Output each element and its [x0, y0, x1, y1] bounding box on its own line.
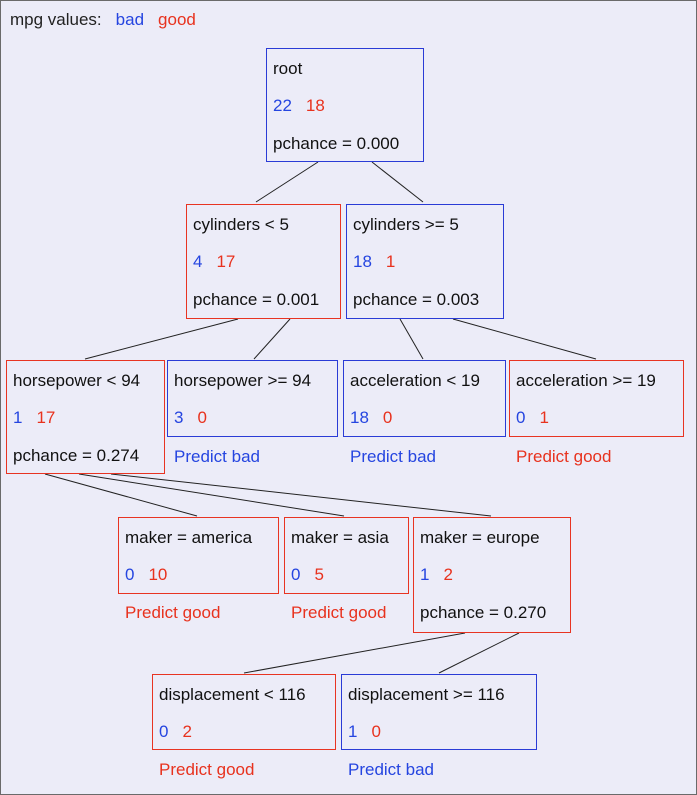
node-root: root 22 18 pchance = 0.000 — [266, 48, 424, 162]
count-bad: 18 — [350, 408, 369, 427]
node-maker-america: maker = america 0 10 — [118, 517, 279, 594]
edge-cyl-ge-acc-ge — [452, 318, 597, 360]
node-title: displacement >= 116 — [348, 685, 505, 704]
count-bad: 22 — [273, 96, 292, 115]
prediction-label: Predict bad — [174, 447, 260, 466]
prediction-label: Predict good — [125, 603, 221, 622]
node-title: cylinders >= 5 — [353, 215, 459, 234]
node-counts: 18 1 — [353, 252, 395, 272]
node-pchance: pchance = 0.000 — [273, 134, 400, 153]
count-good: 17 — [36, 408, 56, 427]
edge-cyl-lt-hp-lt — [84, 318, 239, 360]
prediction-label: Predict good — [159, 760, 255, 779]
count-good: 10 — [148, 565, 168, 584]
legend-bad: bad — [115, 10, 145, 29]
prediction-label: Predict good — [516, 447, 612, 466]
prediction-label: Predict bad — [350, 447, 436, 466]
edge-hp-lt-mk-eu — [110, 473, 492, 517]
prediction-label: Predict bad — [348, 760, 434, 779]
count-good: 0 — [382, 408, 393, 427]
node-counts: 18 0 — [350, 408, 392, 428]
node-title: horsepower >= 94 — [174, 371, 312, 390]
node-pchance: pchance = 0.001 — [193, 290, 320, 309]
node-title: cylinders < 5 — [193, 215, 289, 234]
node-title: maker = asia — [291, 528, 389, 547]
node-counts: 22 18 — [273, 96, 325, 116]
count-good: 1 — [539, 408, 549, 427]
legend-label: mpg values: — [10, 10, 102, 29]
node-acceleration-lt-19: acceleration < 19 18 0 — [343, 360, 506, 437]
count-good: 17 — [216, 252, 236, 271]
count-bad: 4 — [193, 252, 203, 271]
node-title: maker = america — [125, 528, 253, 547]
node-counts: 4 17 — [193, 252, 235, 272]
node-title: root — [273, 59, 303, 78]
node-pchance: pchance = 0.274 — [13, 446, 140, 465]
edge-hp-lt-mk-am — [44, 473, 198, 517]
node-pchance: pchance = 0.003 — [353, 290, 480, 309]
edge-mk-eu-disp-lt — [243, 632, 466, 674]
count-bad: 0 — [125, 565, 135, 584]
count-good: 2 — [443, 565, 453, 584]
node-title: horsepower < 94 — [13, 371, 141, 390]
count-bad: 1 — [348, 722, 358, 741]
node-counts: 0 10 — [125, 565, 167, 585]
node-cylinders-lt-5: cylinders < 5 4 17 pchance = 0.001 — [186, 204, 341, 319]
edge-root-cyl-lt — [255, 161, 319, 203]
edge-root-cyl-ge — [371, 161, 424, 203]
count-bad: 18 — [353, 252, 372, 271]
node-counts: 1 17 — [13, 408, 55, 428]
node-title: displacement < 116 — [159, 685, 306, 704]
count-bad: 3 — [174, 408, 184, 427]
count-good: 1 — [385, 252, 396, 271]
node-pchance: pchance = 0.270 — [420, 603, 547, 622]
edge-cyl-lt-hp-ge — [253, 318, 291, 360]
count-good: 0 — [371, 722, 381, 741]
count-good: 5 — [314, 565, 324, 584]
count-bad: 1 — [420, 565, 430, 584]
count-bad: 0 — [159, 722, 169, 741]
prediction-label: Predict good — [291, 603, 387, 622]
count-good: 18 — [305, 96, 325, 115]
count-bad: 0 — [291, 565, 301, 584]
node-horsepower-lt-94: horsepower < 94 1 17 pchance = 0.274 — [6, 360, 165, 474]
edge-mk-eu-disp-ge — [438, 632, 520, 674]
count-bad: 1 — [13, 408, 23, 427]
count-good: 2 — [182, 722, 192, 741]
node-title: acceleration >= 19 — [516, 371, 656, 390]
node-title: maker = europe — [420, 528, 540, 547]
count-good: 0 — [197, 408, 207, 427]
node-title: acceleration < 19 — [350, 371, 480, 390]
edge-hp-lt-mk-as — [78, 473, 345, 517]
edge-cyl-ge-acc-lt — [399, 318, 424, 360]
legend-good: good — [158, 10, 196, 29]
node-cylinders-ge-5: cylinders >= 5 18 1 pchance = 0.003 — [346, 204, 504, 319]
count-bad: 0 — [516, 408, 526, 427]
